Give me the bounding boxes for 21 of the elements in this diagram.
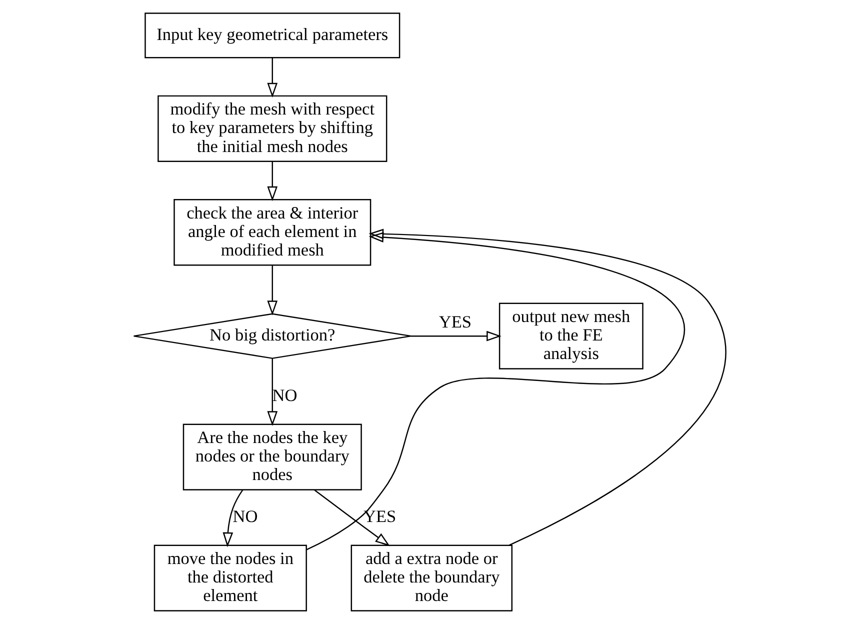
node-diamond: No big distortion? [133,313,412,359]
arrow [222,489,244,548]
arrow [368,228,726,546]
node-box: add a extra node or delete the boundary node [350,544,513,612]
edge-label: NO [272,386,298,406]
edge-label: YES [363,507,396,526]
edge-label: NO [232,507,258,526]
arrow [410,330,502,342]
node-box: output new mesh to the FE analysis [498,302,644,370]
arrow [314,490,390,546]
edge-label: YES [438,312,472,332]
arrow [267,58,278,98]
node-box: check the area & interior angle of each element in modified mesh [174,199,372,266]
arrow [267,266,278,316]
node-box: Are the nodes the key nodes or the boundary nodes [182,424,362,490]
arrow [306,232,685,550]
node-box: modify the mesh with respect to key parameters by shifting the initial mesh nodes [158,95,388,162]
arrow [267,162,278,202]
arrow [267,358,278,426]
node-box: move the nodes in the distorted element [154,544,307,612]
node-box: Input key geometrical parameters [144,12,400,58]
